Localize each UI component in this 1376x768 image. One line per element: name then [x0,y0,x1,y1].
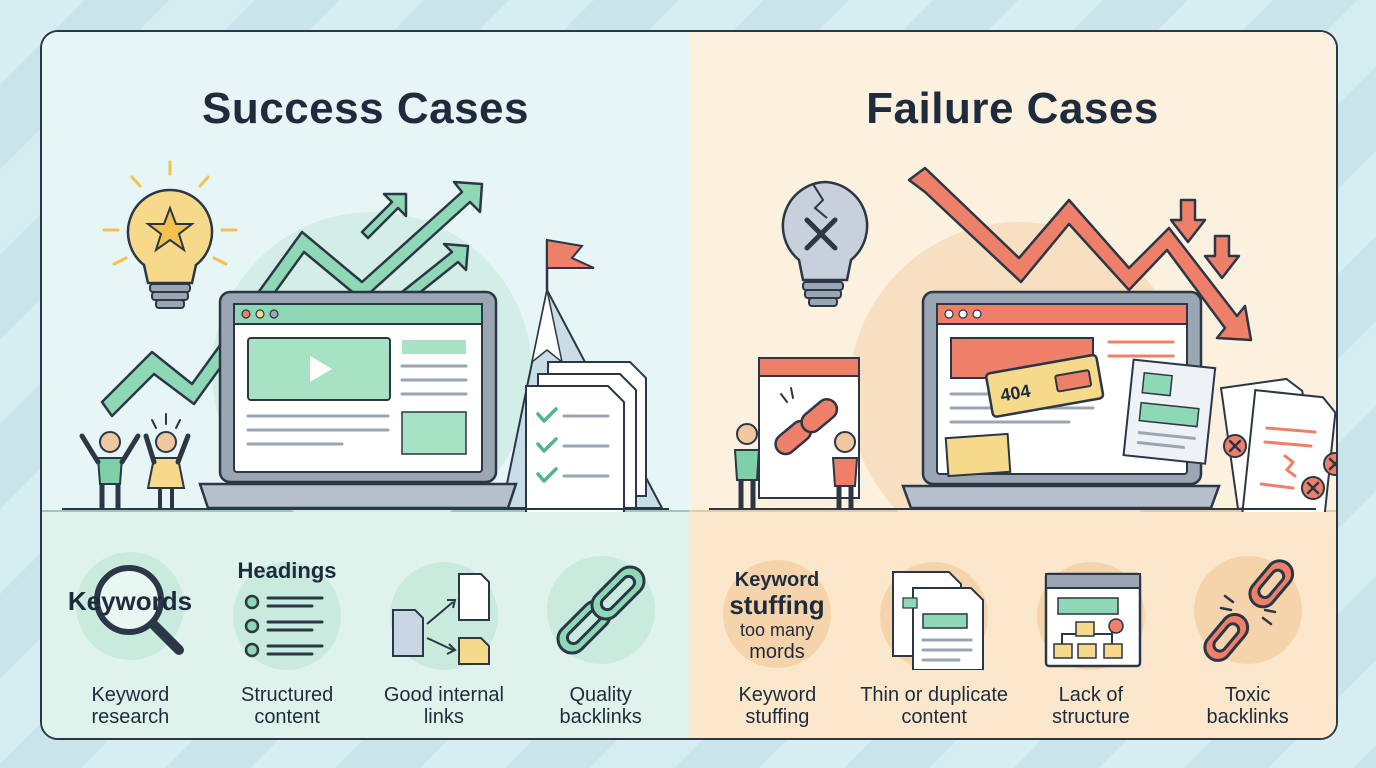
stuffing-text-3: too many [740,620,814,640]
item-toxic-backlinks: Toxic backlinks [1173,552,1323,728]
success-panel: Success Cases [42,32,689,738]
duplicate-docs-icon [880,562,989,670]
item-thin-duplicate-content: Thin or duplicate content [859,552,1009,728]
keyword-stuffing-icon: Keyword stuffing too many mords [723,560,832,668]
failure-title: Failure Cases [866,84,1159,133]
success-title: Success Cases [202,84,529,133]
item-lack-of-structure: Lack of structure [1016,552,1166,728]
item-quality-backlinks: Quality backlinks [526,552,676,728]
headings-list-icon: Headings [233,558,342,670]
comparison-card: Success Cases [40,30,1338,740]
magnifier-keywords-icon: Keywords [68,552,193,660]
item-internal-links: Good internal links [369,552,519,728]
stuffing-text-1: Keyword [735,569,819,591]
error-404-badge: 404 [985,353,1105,418]
item-label: Keyword research [91,684,170,728]
stuffing-text-2: stuffing [730,590,825,620]
item-label: Quality backlinks [559,684,642,728]
broken-chain-icon [1193,556,1302,664]
checklist-documents-icon [525,361,647,512]
messy-structure-icon [1036,562,1145,670]
broken-link-window-icon [758,357,860,499]
item-label: Structured content [240,684,334,728]
lightbulb-star-icon [102,160,238,309]
messy-document-icon [1122,358,1217,465]
chain-link-icon [546,556,655,664]
stuffing-text-4: mords [750,641,806,663]
item-label: Toxic backlinks [1206,684,1289,728]
success-items: Keywords Keyword research Headings [42,552,689,728]
item-label: Lack of structure [1051,684,1130,728]
item-keyword-stuffing: Keyword stuffing too many mords Keyword … [702,552,852,728]
laptop-icon [198,290,518,510]
falling-arrow-icon [907,166,1253,342]
item-label: Keyword stuffing [738,684,817,728]
item-label: Good internal links [383,684,504,728]
broken-lightbulb-icon [781,180,869,307]
toxic-documents-icon [1219,377,1336,512]
celebrating-people-icon [79,413,191,508]
failure-panel: Failure Cases [689,32,1336,738]
item-structured-content: Headings Structured co [212,552,362,728]
item-keyword-research: Keywords Keyword research [55,552,205,728]
item-label: Thin or duplicate content [860,684,1009,728]
failure-items: Keyword stuffing too many mords Keyword … [689,552,1336,728]
confused-people-icon [733,423,859,508]
headings-icon-text: Headings [238,558,337,583]
failure-illustration: 404 [709,166,1336,512]
internal-links-icon [389,562,498,670]
success-illustration [62,160,669,512]
keywords-icon-text: Keywords [68,586,192,616]
